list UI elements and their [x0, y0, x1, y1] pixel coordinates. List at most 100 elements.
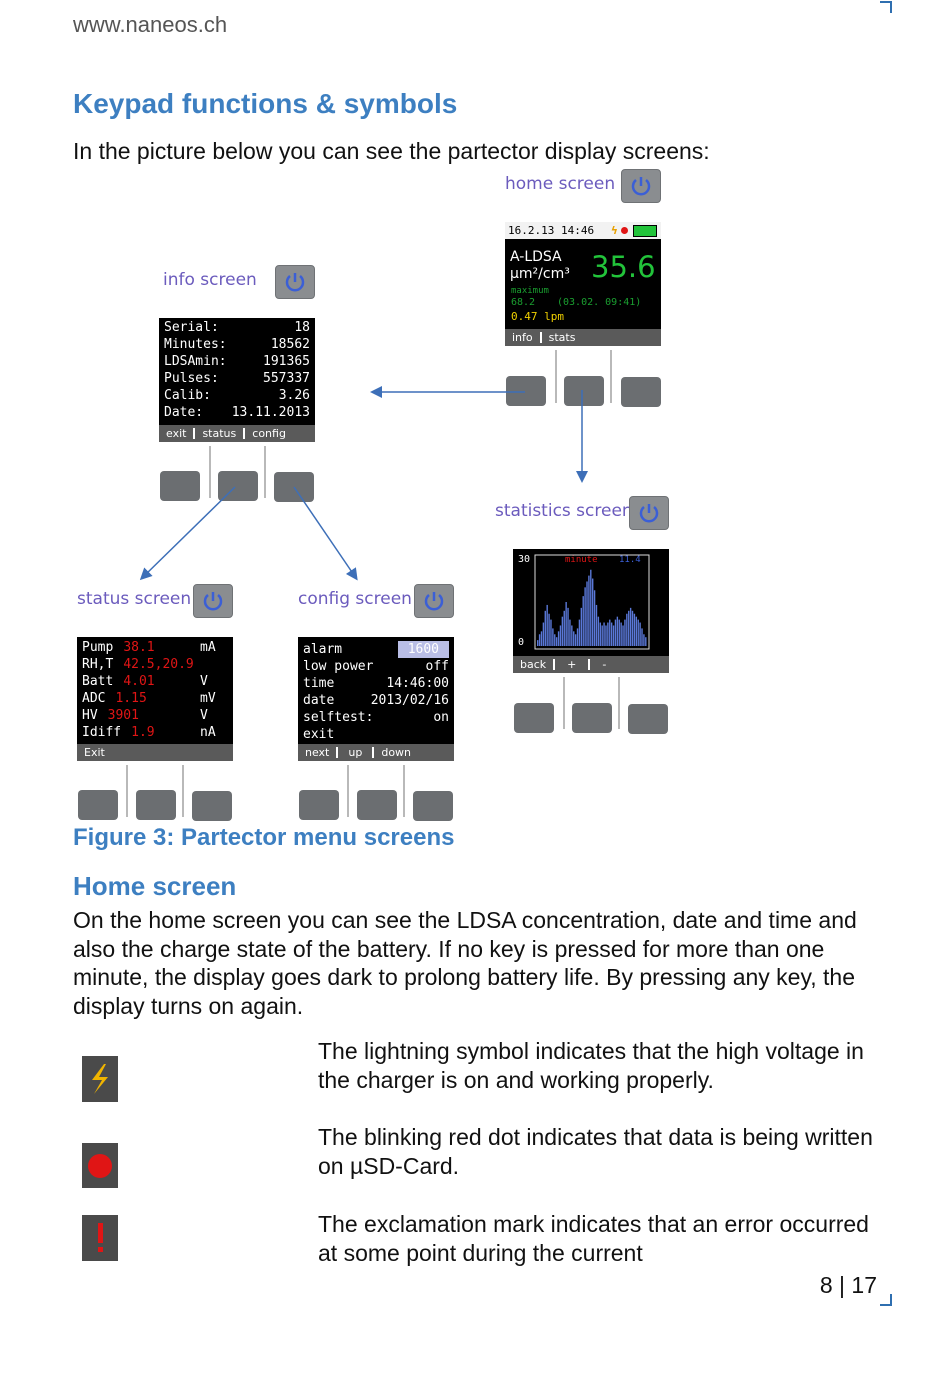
stats-bar-chart	[534, 554, 650, 650]
chart-bar	[597, 616, 600, 646]
divider	[209, 446, 211, 498]
chart-bar	[540, 631, 543, 646]
chart-bar	[618, 619, 620, 646]
keypad-key	[218, 471, 258, 501]
row-key: time	[303, 676, 335, 691]
home-flow: 0.47 lpm	[511, 310, 564, 323]
keypad-key	[78, 790, 118, 820]
exclamation-icon	[82, 1215, 118, 1261]
chart-bar	[592, 578, 594, 646]
chart-bar	[612, 625, 615, 646]
chart-bar	[554, 634, 556, 646]
symbol-text-lightning: The lightning symbol indicates that the …	[318, 1038, 864, 1093]
chart-bar	[548, 613, 550, 646]
corner-mark-bottom	[880, 1294, 892, 1306]
chart-bar	[629, 607, 632, 646]
chart-bar	[538, 634, 541, 646]
home-title: A-LDSA	[510, 249, 562, 265]
row-value: 38.1	[123, 640, 155, 655]
chart-bar	[557, 631, 560, 646]
subsection-heading: Home screen	[73, 871, 237, 901]
divider	[618, 677, 620, 729]
row-value: 18562	[270, 337, 310, 352]
row-value: 557337	[263, 371, 310, 386]
power-icon	[629, 496, 669, 530]
keypad-key	[628, 704, 668, 734]
divider	[264, 446, 266, 498]
chart-bar	[609, 619, 611, 646]
keypad-key	[572, 703, 612, 733]
screen-row: selftest:on	[298, 709, 454, 726]
figure-caption: Figure 3: Partector menu screens	[73, 824, 455, 851]
row-key: Minutes:	[164, 337, 227, 352]
header-url: www.naneos.ch	[73, 12, 228, 37]
chart-bar	[569, 619, 571, 646]
home-max-value: 68.2	[511, 297, 536, 308]
softkey-label: info	[505, 332, 542, 343]
screen-row: Serial: 18	[159, 319, 315, 336]
home-datetime: 16.2.13 14:46	[508, 224, 595, 237]
chart-bar	[641, 628, 643, 646]
home-maximum-label: maximum	[511, 286, 549, 296]
softkey-label: Exit	[84, 746, 105, 759]
row-key: Serial:	[164, 320, 219, 335]
chart-bar	[635, 616, 638, 646]
home-value: 35.6	[591, 250, 656, 284]
chart-bar	[620, 622, 622, 646]
lightning-icon	[82, 1056, 118, 1102]
stats-softkey-bar: back + -	[513, 656, 669, 673]
softkey-label: exit	[159, 428, 196, 439]
chart-bar	[550, 619, 552, 646]
chart-bar	[588, 575, 590, 646]
status-screen-label: status screen	[77, 589, 192, 609]
softkey-label: -	[602, 658, 607, 671]
home-screen-label: home screen	[505, 174, 616, 194]
corner-mark-top	[880, 1, 892, 13]
power-icon	[621, 169, 661, 203]
softkey-label: next	[298, 747, 339, 758]
row-key: Batt	[82, 674, 114, 689]
softkey-label: status	[195, 428, 246, 439]
red-dot-icon	[621, 227, 628, 234]
chart-bar	[633, 613, 636, 646]
row-key: Pulses:	[164, 371, 219, 386]
lightning-icon: ϟ	[611, 224, 618, 237]
symbol-text-exclamation: The exclamation mark indicates that an e…	[318, 1211, 869, 1266]
keypad-key	[621, 377, 661, 407]
arrow-info-to-config	[293, 486, 358, 581]
chart-bar	[599, 622, 601, 646]
row-key: date	[303, 693, 335, 708]
keypad-key	[299, 790, 339, 820]
chart-bar	[582, 596, 584, 646]
chart-bar	[643, 634, 645, 646]
screen-row: Pulses: 557337	[159, 370, 315, 387]
red-dot-icon	[82, 1143, 118, 1188]
chart-bar	[624, 619, 626, 646]
info-softkey-bar: exit status config	[159, 425, 315, 442]
chart-bar	[616, 616, 619, 646]
chart-bar	[595, 604, 598, 646]
power-icon	[275, 265, 315, 299]
row-value: 18	[294, 320, 310, 335]
chart-bar	[614, 619, 617, 646]
divider	[126, 765, 128, 817]
home-screen-display: 16.2.13 14:46 ϟ A-LDSA µm²/cm³ 35.6 maxi…	[505, 222, 661, 346]
symbol-text-red-dot: The blinking red dot indicates that data…	[318, 1124, 873, 1179]
screen-row: Minutes: 18562	[159, 336, 315, 353]
row-key: Pump	[82, 640, 114, 655]
keypad-key	[136, 790, 176, 820]
home-status-bar: 16.2.13 14:46 ϟ	[505, 222, 661, 239]
screen-row: Calib:3.26	[159, 387, 315, 404]
chart-bar	[631, 610, 634, 646]
row-unit: nA	[200, 725, 216, 740]
keypad-key	[506, 376, 546, 406]
row-key: RH,T	[82, 657, 114, 672]
divider	[610, 350, 612, 403]
chart-bar	[603, 622, 605, 646]
